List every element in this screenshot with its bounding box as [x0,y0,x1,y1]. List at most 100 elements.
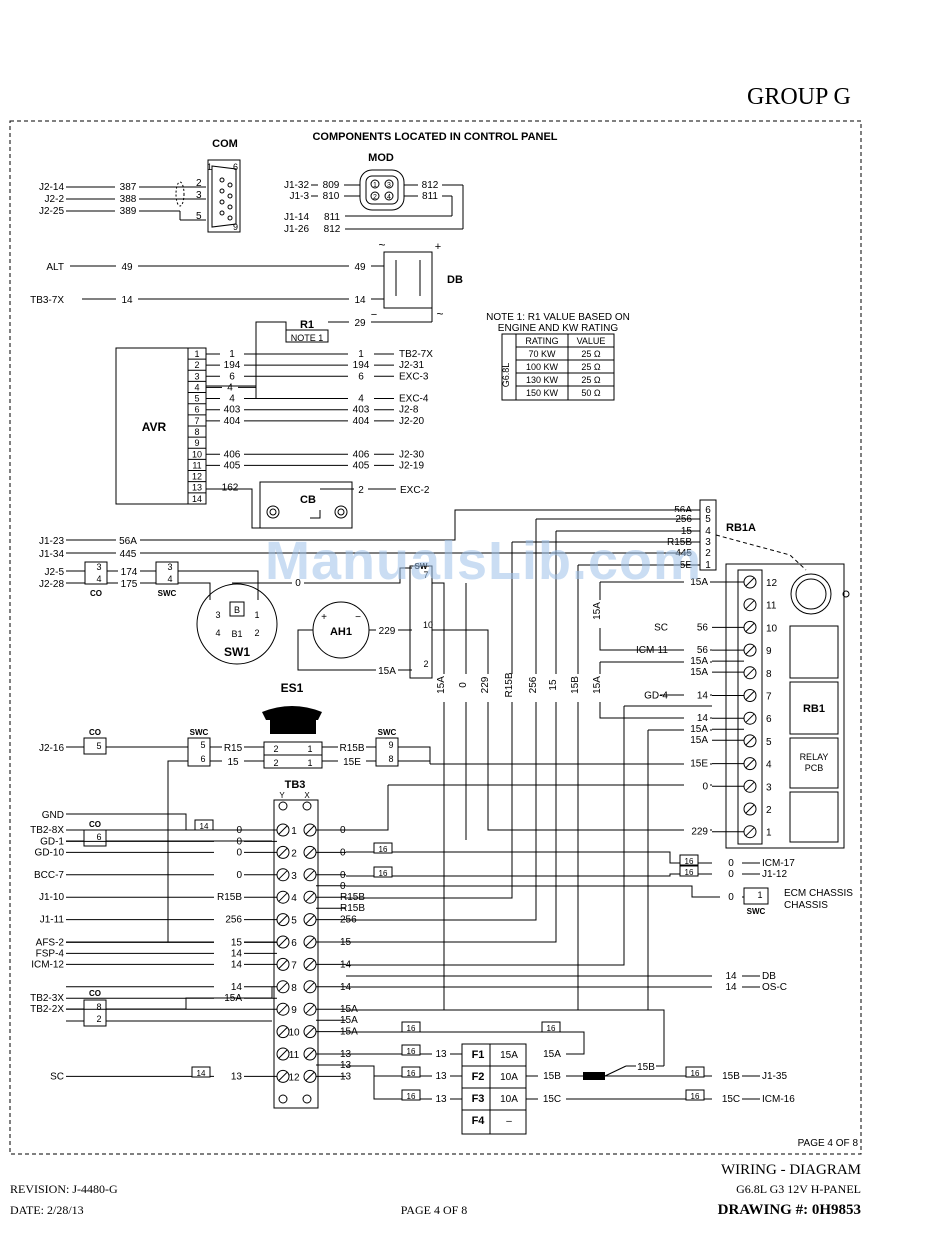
gauge16-1: 16 [379,869,388,878]
mod-label: MOD [368,152,394,164]
tb3-row-6: 6 [291,938,297,949]
avr-dest-5: EXC-4 [399,394,429,405]
gnd-src: GND [42,810,64,821]
tb3-3-rw-0: 0 [340,870,346,881]
footer-title: WIRING - DIAGRAM [721,1162,861,1178]
tb3-row-7: 7 [291,960,297,971]
avr-wire-406-l: 406 [224,449,241,460]
swc-es-r-wire-r15b: R15B [339,743,364,754]
rdest-dest-4: OS-C [762,982,787,993]
avr-wire-162: 162 [222,483,239,494]
avr-dest-3: EXC-3 [399,371,429,382]
gauge16-4: 16 [407,1024,416,1033]
rb1-term-4: 4 [766,760,772,771]
rb1-term-8: 8 [766,669,772,680]
fuse-out-0: 15A [543,1049,561,1060]
gauge16-7: 16 [407,1069,416,1078]
fuse-in-2: 13 [435,1094,447,1105]
swc-es-r-label: SWC [378,728,397,737]
swc-top-pin-4: 4 [167,574,172,584]
sw1-wire-0: 0 [295,578,301,589]
fuse-out-1: 15B [543,1071,561,1082]
swc-es-r-pin-9: 9 [388,740,393,750]
rb1-term-7-wire-0: 14 [697,691,709,702]
db-wire-14b: 14 [354,295,366,306]
tb3-row-11: 11 [289,1050,300,1061]
com-pin-9: 9 [233,222,238,232]
db-plus: + [435,241,441,253]
avr-wire-405-r: 405 [353,460,370,471]
fuse-F2: F2 [472,1071,485,1083]
ah1-label: AH1 [330,626,352,638]
tb3-9-src-1: TB2-2X [30,1004,64,1015]
tb3-7-lw-0: 15 [231,937,243,948]
swc-es-r-pin-8: 8 [388,754,393,764]
co-tb3-pin: 6 [96,832,101,842]
vert-wire-4: 256 [528,676,539,693]
avr-wire-404-r: 404 [353,416,370,427]
gauge16-2: 16 [685,857,694,866]
tb3-3-src-0: BCC-7 [34,870,64,881]
rb1-term-1-wire-0: 229 [691,827,708,838]
gauge16-9: 16 [691,1069,700,1078]
co-top-pin-3: 3 [96,562,101,572]
rb1-term-6-wire-0: 14 [697,713,709,724]
avr-label: AVR [142,420,167,434]
ah1-wire-229: 229 [379,626,396,637]
diagram-frame [9,120,862,1155]
tb3-4-lw-0: R15B [217,892,242,903]
fuse-rating-F2: 10A [500,1072,518,1083]
rb1-term-1: 1 [766,828,772,839]
tb3-1-src-0: TB2-8X [30,825,64,836]
sw1-pin-1: 1 [254,610,259,620]
fuse-F3: F3 [472,1093,485,1105]
sw1-pin-4: 4 [215,628,220,638]
tb3-5-rw-0: 256 [340,915,357,926]
mod-wire-812r: 812 [422,180,439,191]
avr-pin-9: 9 [194,438,199,448]
mod-src-j1-14: J1-14 [284,212,309,223]
tb3-row-12: 12 [288,1072,300,1083]
es1-pin-1b: 1 [307,758,312,768]
page-note: PAGE 4 OF 8 [798,1138,859,1149]
es1-estop: ES1 2 1 2 1 [262,681,323,769]
note1-r2-value: 25 Ω [581,362,601,372]
avr-wire-405-l: 405 [224,460,241,471]
rb1-relay-board: RB1 RELAY PCB [715,534,850,849]
avr-pin-1: 1 [194,349,199,359]
tb3-4-rw-0: R15B [340,892,365,903]
db-wire-49a: 49 [121,262,133,273]
rb1-term-3-wire-0: 0 [702,781,708,792]
rdest-dest-3: DB [762,971,776,982]
tb3-9-lw-0: 15A [224,993,242,1004]
avr-pin-2: 2 [194,360,199,370]
avr-pin-3: 3 [194,371,199,381]
ah1-minus: − [355,612,361,623]
tb3-2-rw-0: 0 [340,847,346,858]
avr-pin-10: 10 [192,449,202,459]
tb3-9-rw-1: 15A [340,1015,358,1026]
ecm-chassis-swc: 1 SWC [743,887,769,916]
rb1-term-12-wire-0: 15A [690,577,708,588]
swc-es-r-wire-15e: 15E [343,757,361,768]
rdest-wire-3: 14 [725,971,737,982]
es1-pin-1a: 1 [307,744,312,754]
swc-mid-pin-7: 7 [423,570,428,580]
db-wire-29: 29 [354,318,366,329]
tb3-2-src-0: GD-1 [40,836,64,847]
com-src-2: J2-2 [45,194,65,205]
tb3-3-lw-0: 0 [236,870,242,881]
note1-hdr-rating: RATING [525,336,558,346]
r1-label: R1 [300,319,314,331]
splice-marker [583,1072,605,1080]
avr-wire-403-l: 403 [224,405,241,416]
rdest-dest-0: ICM-17 [762,858,795,869]
tb3-8-rw-0: 14 [340,982,352,993]
co-tb3b-label: CO [89,989,101,998]
tb3-col-x: X [304,791,310,800]
swc-es-wire-15: 15 [227,757,239,768]
rb1a-pin-3: 3 [705,537,711,548]
rb1-term-10-wire-0: 56 [697,622,709,633]
fuse-F4: F4 [472,1115,486,1127]
